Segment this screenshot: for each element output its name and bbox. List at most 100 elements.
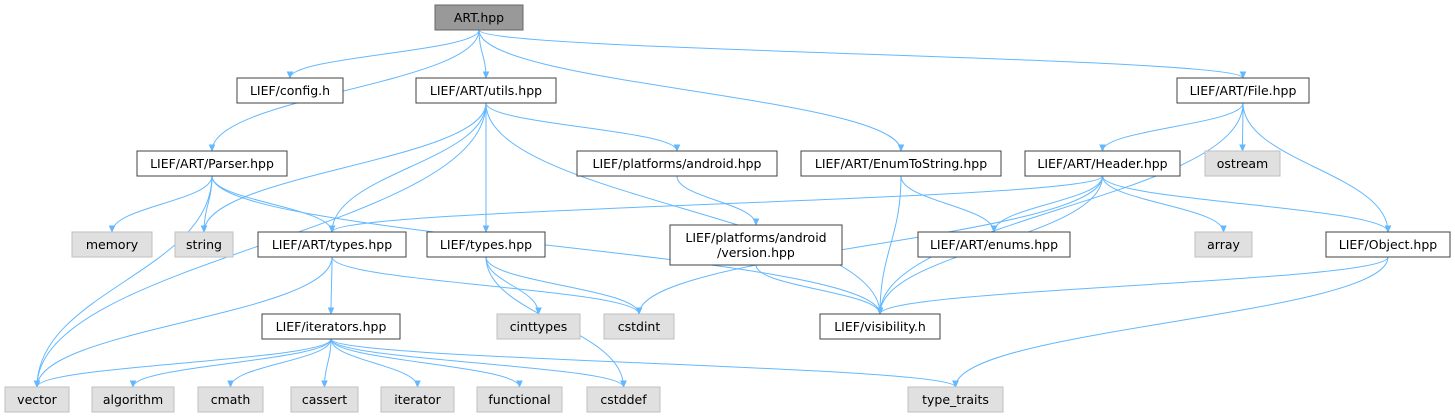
node-box-memory — [71, 231, 153, 258]
node-config[interactable]: LIEF/config.h — [236, 77, 344, 104]
edge-android-to-androidversion — [676, 175, 756, 225]
edge-iterators-to-cmath — [231, 338, 332, 387]
node-box-enumtostring — [800, 150, 1002, 177]
node-box-type_traits — [907, 386, 1004, 413]
node-lieftypes[interactable]: LIEF/types.hpp — [426, 231, 546, 258]
edge-header-to-array — [1102, 175, 1224, 232]
node-art[interactable]: ART.hpp — [434, 4, 524, 31]
edge-utils-to-visibility — [485, 102, 880, 314]
edge-lieftypes-to-cinttypes — [485, 256, 539, 314]
node-label-file: LIEF/ART/File.hpp — [1190, 83, 1297, 98]
node-label-enumtostring: LIEF/ART/EnumToString.hpp — [815, 156, 987, 171]
node-box-cinttypes — [496, 313, 581, 340]
node-box-cassert — [290, 386, 359, 413]
node-box-header — [1024, 150, 1181, 177]
edge-lieftypes-to-cstdint — [485, 256, 639, 314]
edge-parser-to-memory — [112, 175, 213, 232]
node-box-config — [236, 77, 344, 104]
node-androidversion[interactable]: LIEF/platforms/android/version.hpp — [669, 224, 843, 266]
node-cmath: cmath — [197, 386, 264, 413]
node-cstddef: cstddef — [586, 386, 661, 413]
node-vector: vector — [4, 386, 70, 413]
node-file[interactable]: LIEF/ART/File.hpp — [1176, 77, 1310, 104]
node-cstdint: cstdint — [603, 313, 675, 340]
edge-utils-to-string — [204, 102, 487, 232]
node-array: array — [1194, 231, 1253, 258]
node-box-vector — [4, 386, 70, 413]
edge-art-to-parser — [212, 29, 480, 151]
edge-enumtostring-to-visibility — [880, 175, 902, 314]
edge-header-to-object — [1102, 175, 1389, 232]
node-ostream: ostream — [1204, 150, 1281, 177]
node-label-string: string — [186, 237, 222, 252]
node-iterators[interactable]: LIEF/iterators.hpp — [261, 313, 401, 340]
node-memory: memory — [71, 231, 153, 258]
edge-androidversion-to-visibility — [755, 264, 880, 314]
node-box-algorithm — [91, 386, 175, 413]
edges-layer — [37, 29, 1389, 387]
node-label-visibility: LIEF/visibility.h — [834, 319, 926, 334]
edge-iterators-to-algorithm — [133, 338, 332, 387]
node-iterator: iterator — [380, 386, 455, 413]
node-box-utils — [415, 77, 557, 104]
node-arttypes[interactable]: LIEF/ART/types.hpp — [257, 231, 407, 258]
edge-file-to-object — [1242, 102, 1388, 232]
node-visibility[interactable]: LIEF/visibility.h — [819, 313, 941, 340]
node-label-object: LIEF/Object.hpp — [1339, 237, 1437, 252]
node-label-vector: vector — [17, 392, 58, 407]
edge-iterators-to-iterator — [330, 338, 418, 387]
edge-iterators-to-cassert — [325, 338, 332, 387]
node-label-config: LIEF/config.h — [250, 83, 330, 98]
node-label-androidversion: LIEF/platforms/android — [685, 230, 826, 245]
node-box-androidversion — [669, 224, 843, 266]
edge-parser-to-visibility — [211, 175, 880, 314]
node-utils[interactable]: LIEF/ART/utils.hpp — [415, 77, 557, 104]
node-box-lieftypes — [426, 231, 546, 258]
node-label-art: ART.hpp — [454, 10, 504, 25]
node-label-android: LIEF/platforms/android.hpp — [593, 156, 762, 171]
node-box-visibility — [819, 313, 941, 340]
edge-art-to-config — [290, 29, 480, 78]
edge-header-to-cstdint — [639, 175, 1103, 314]
node-functional: functional — [476, 386, 563, 413]
node-algorithm: algorithm — [91, 386, 175, 413]
node-label-androidversion: /version.hpp — [717, 245, 795, 260]
node-string: string — [174, 231, 234, 258]
edge-parser-to-vector — [37, 175, 213, 387]
node-label-memory: memory — [86, 237, 139, 252]
node-box-cstddef — [586, 386, 661, 413]
node-android[interactable]: LIEF/platforms/android.hpp — [576, 150, 778, 177]
node-label-iterators: LIEF/iterators.hpp — [276, 319, 387, 334]
edge-arttypes-to-cstdint — [331, 256, 639, 314]
edge-iterators-to-vector — [37, 338, 332, 387]
node-label-enums: LIEF/ART/enums.hpp — [930, 237, 1058, 252]
node-label-cmath: cmath — [211, 392, 251, 407]
edge-utils-to-arttypes — [332, 102, 487, 232]
edge-utils-to-android — [485, 102, 677, 151]
edge-arttypes-to-vector — [37, 256, 333, 387]
node-label-utils: LIEF/ART/utils.hpp — [430, 83, 542, 98]
edge-file-to-visibility — [880, 102, 1244, 314]
node-header[interactable]: LIEF/ART/Header.hpp — [1024, 150, 1181, 177]
edge-iterators-to-functional — [330, 338, 520, 387]
node-label-header: LIEF/ART/Header.hpp — [1037, 156, 1167, 171]
edge-iterators-to-cstddef — [330, 338, 624, 387]
node-box-art — [434, 4, 524, 31]
node-label-arttypes: LIEF/ART/types.hpp — [272, 237, 392, 252]
node-box-iterators — [261, 313, 401, 340]
node-box-arttypes — [257, 231, 407, 258]
edge-object-to-type_traits — [956, 256, 1389, 387]
edge-enumtostring-to-enums — [900, 175, 994, 232]
node-enumtostring[interactable]: LIEF/ART/EnumToString.hpp — [800, 150, 1002, 177]
edge-header-to-arttypes — [332, 175, 1103, 232]
node-label-type_traits: type_traits — [922, 392, 989, 407]
edge-art-to-utils — [478, 29, 486, 78]
node-box-object — [1325, 231, 1451, 258]
edge-file-to-header — [1103, 102, 1244, 151]
node-label-functional: functional — [488, 392, 550, 407]
node-enums[interactable]: LIEF/ART/enums.hpp — [917, 231, 1071, 258]
node-object[interactable]: LIEF/Object.hpp — [1325, 231, 1451, 258]
node-parser[interactable]: LIEF/ART/Parser.hpp — [136, 150, 288, 177]
node-type_traits: type_traits — [907, 386, 1004, 413]
node-cinttypes: cinttypes — [496, 313, 581, 340]
